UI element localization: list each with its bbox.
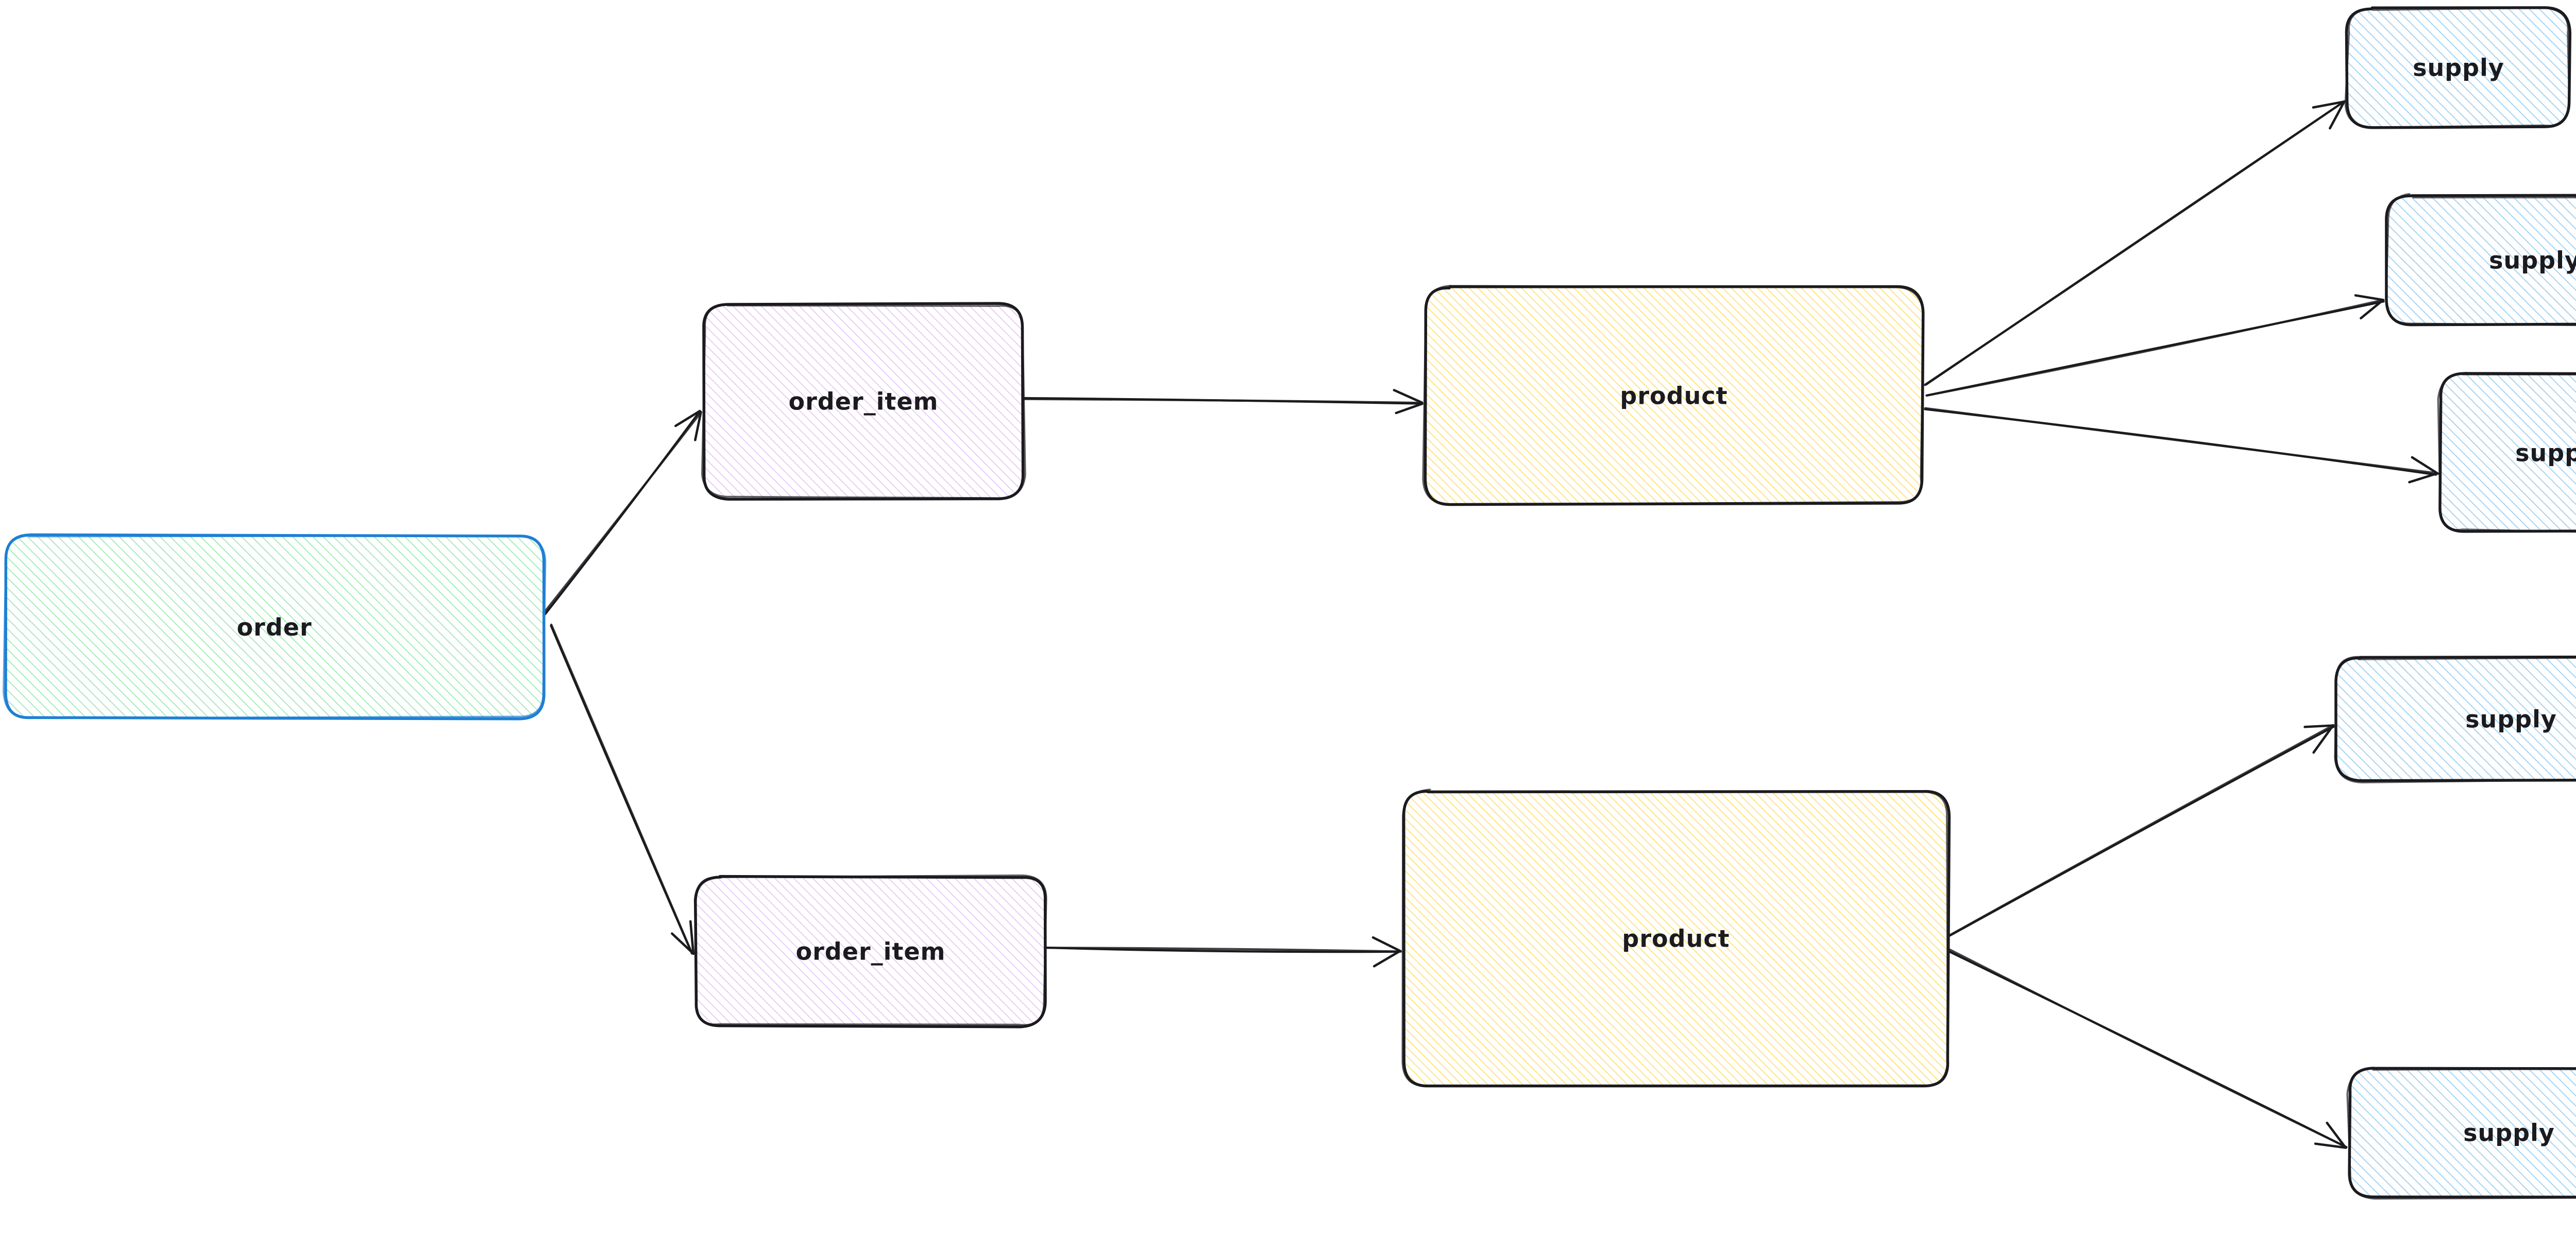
node-label: supply	[2465, 706, 2557, 733]
edge-arrow[interactable]	[1925, 294, 2385, 397]
node-supply[interactable]: supply	[2437, 372, 2576, 534]
node-outline	[2438, 372, 2576, 533]
arrowhead-barb-2	[2314, 1142, 2347, 1149]
node-label: supply	[2413, 54, 2504, 82]
node-outline	[2345, 6, 2572, 129]
edge-arrow[interactable]	[1923, 100, 2346, 386]
node-supply[interactable]: supply	[2334, 655, 2576, 783]
arrowhead-barb-1	[2303, 724, 2334, 728]
edge-line	[1926, 299, 2385, 397]
node-outline	[2334, 656, 2576, 783]
node-label: supply	[2463, 1119, 2555, 1147]
node-order_item[interactable]: order_item	[693, 874, 1047, 1029]
arrowhead-barb-2	[2312, 724, 2335, 754]
node-label: order_item	[796, 938, 946, 966]
arrowhead-barb-1	[1393, 389, 1423, 404]
edge-arrow[interactable]	[550, 623, 695, 955]
arrowhead-barb-1	[689, 920, 695, 955]
node-outline	[693, 874, 1047, 1026]
node-fill	[703, 303, 1024, 500]
edge-line	[1923, 100, 2346, 386]
node-fill	[2346, 8, 2570, 127]
edge-arrow[interactable]	[1924, 407, 2439, 484]
node-outline	[701, 304, 1026, 499]
node-product[interactable]: product	[1422, 285, 1925, 506]
node-outline	[2385, 193, 2576, 327]
edge-arrow[interactable]	[543, 409, 702, 615]
node-outline	[1422, 285, 1924, 506]
arrowhead-barb-1	[2312, 100, 2346, 109]
arrowhead-barb-1	[2326, 1121, 2347, 1149]
arrowhead-barb-1	[2411, 456, 2439, 475]
edges-layer	[543, 100, 2439, 1149]
edge-arrow[interactable]	[1948, 724, 2335, 937]
edge-line	[1045, 947, 1402, 953]
node-outline	[2346, 1067, 2576, 1200]
node-label: order	[236, 613, 312, 641]
edge-line	[550, 623, 693, 953]
node-outline	[2437, 372, 2576, 533]
edge-arrow[interactable]	[1045, 936, 1402, 968]
node-fill	[694, 876, 1046, 1027]
node-order_item[interactable]: order_item	[701, 302, 1026, 501]
arrowhead-barb-1	[674, 409, 701, 427]
edge-line	[1924, 407, 2438, 474]
arrowhead-barb-2	[694, 410, 702, 441]
node-supply[interactable]: supply	[2346, 1067, 2576, 1200]
node-fill	[2349, 1067, 2576, 1198]
arrowhead-barb-1	[2354, 294, 2384, 301]
node-label: supply	[2489, 247, 2576, 275]
node-product[interactable]: product	[1401, 789, 1951, 1088]
node-supply[interactable]: supply	[2344, 6, 2572, 129]
node-label: order_item	[789, 388, 939, 416]
arrowhead-barb-2	[671, 932, 694, 954]
node-label: product	[1620, 382, 1727, 410]
node-fill	[1424, 287, 1923, 505]
node-fill	[5, 535, 544, 720]
edge-line	[1948, 724, 2335, 937]
edge-line	[543, 411, 702, 614]
arrowhead-barb-1	[1371, 936, 1402, 952]
nodes-layer: orderorder_itemorder_itemproductproducts…	[3, 6, 2576, 1200]
node-order[interactable]: order	[3, 533, 547, 721]
node-outline	[3, 535, 547, 720]
edge-line	[1948, 948, 2347, 1148]
arrowhead-barb-2	[1372, 950, 1401, 968]
node-outline	[2344, 7, 2570, 129]
arrowhead-barb-2	[1395, 402, 1424, 415]
node-fill	[2439, 373, 2576, 532]
arrowhead-barb-2	[2360, 299, 2384, 320]
node-supply[interactable]: supply	[2385, 193, 2576, 327]
arrowhead-barb-2	[2329, 100, 2346, 130]
node-fill	[1403, 790, 1950, 1087]
node-outline	[2385, 194, 2576, 327]
node-label: product	[1622, 925, 1730, 953]
arrowhead-barb-2	[2408, 472, 2437, 484]
node-outline	[1401, 789, 1949, 1087]
edge-arrow[interactable]	[1023, 389, 1424, 415]
node-fill	[2386, 196, 2576, 324]
edge-arrow[interactable]	[1948, 948, 2348, 1149]
edge-line	[1023, 398, 1423, 404]
node-fill	[2336, 656, 2576, 782]
node-label: supply	[2515, 439, 2576, 467]
